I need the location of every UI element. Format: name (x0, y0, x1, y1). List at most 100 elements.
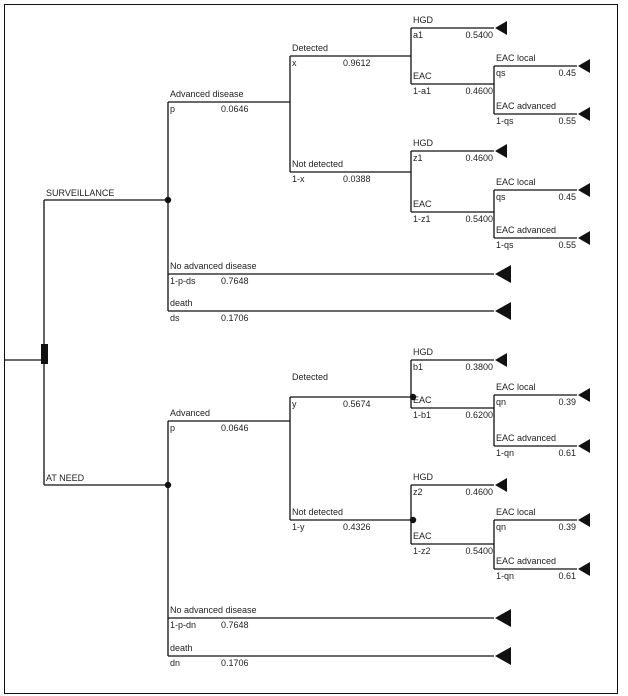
terminal-node-icon (495, 302, 511, 320)
branch-label: EAC advanced (496, 433, 556, 443)
probability-name: dn (170, 658, 180, 668)
probability-value: 0.5400 (465, 546, 493, 556)
probability-name: ds (170, 313, 180, 323)
probability-value: 0.45 (558, 68, 576, 78)
diagram-border (4, 4, 618, 694)
terminal-node-icon (495, 21, 507, 35)
probability-name: a1 (413, 30, 423, 40)
chance-node-icon (164, 196, 172, 204)
branch-label: Advanced disease (170, 89, 244, 99)
probability-name: p (170, 104, 175, 114)
probability-name: z1 (413, 153, 423, 163)
terminal-node-icon (578, 59, 590, 73)
probability-value: 0.6200 (465, 410, 493, 420)
probability-value: 0.55 (558, 240, 576, 250)
decision-node (41, 344, 48, 364)
branch-label: EAC local (496, 507, 536, 517)
branch-label: No advanced disease (170, 605, 257, 615)
probability-name: p (170, 423, 175, 433)
terminal-node-icon (495, 609, 511, 627)
probability-name: 1-qs (496, 240, 514, 250)
branch-label: HGD (413, 347, 434, 357)
probability-name: 1-z1 (413, 214, 431, 224)
terminal-node-icon (495, 144, 507, 158)
terminal-node-icon (578, 439, 590, 453)
branch-label: HGD (413, 472, 434, 482)
branch-label: EAC local (496, 53, 536, 63)
branch-label: Not detected (292, 159, 343, 169)
terminal-node-icon (495, 647, 511, 665)
probability-value: 0.4600 (465, 153, 493, 163)
strategy-label-surveillance: SURVEILLANCE (46, 188, 114, 198)
probability-value: 0.0388 (343, 174, 371, 184)
probability-name: 1-p-dn (170, 620, 196, 630)
probability-name: 1-qn (496, 571, 514, 581)
probability-name: 1-b1 (413, 410, 431, 420)
terminal-node-icon (578, 183, 590, 197)
probability-name: 1-p-ds (170, 276, 196, 286)
probability-value: 0.7648 (221, 276, 249, 286)
probability-value: 0.1706 (221, 313, 249, 323)
probability-value: 0.55 (558, 116, 576, 126)
terminal-node-icon (578, 388, 590, 402)
probability-name: 1-y (292, 522, 305, 532)
branch-label: EAC advanced (496, 225, 556, 235)
probability-name: qn (496, 522, 506, 532)
probability-value: 0.39 (558, 397, 576, 407)
probability-value: 0.1706 (221, 658, 249, 668)
branch-label: EAC (413, 71, 432, 81)
branch-label: Advanced (170, 408, 210, 418)
terminal-node-icon (578, 107, 590, 121)
branch-label: EAC advanced (496, 101, 556, 111)
probability-value: 0.9612 (343, 58, 371, 68)
probability-name: qs (496, 192, 506, 202)
branch-label: EAC (413, 395, 432, 405)
probability-name: b1 (413, 362, 423, 372)
probability-value: 0.5400 (465, 30, 493, 40)
branch-label: HGD (413, 15, 434, 25)
probability-value: 0.0646 (221, 104, 249, 114)
branch-label: EAC advanced (496, 556, 556, 566)
probability-name: 1-x (292, 174, 305, 184)
branch-label: EAC (413, 531, 432, 541)
probability-name: qs (496, 68, 506, 78)
probability-value: 0.4326 (343, 522, 371, 532)
terminal-node-icon (495, 265, 511, 283)
probability-name: y (292, 399, 297, 409)
branch-label: death (170, 298, 193, 308)
probability-value: 0.4600 (465, 487, 493, 497)
probability-value: 0.0646 (221, 423, 249, 433)
chance-node-icon (409, 393, 417, 401)
branch-label: EAC local (496, 177, 536, 187)
chance-node-icon (409, 516, 417, 524)
probability-value: 0.7648 (221, 620, 249, 630)
chance-node-icon (164, 481, 172, 489)
probability-value: 0.5400 (465, 214, 493, 224)
probability-name: 1-z2 (413, 546, 431, 556)
branch-label: HGD (413, 138, 434, 148)
probability-value: 0.3800 (465, 362, 493, 372)
branch-label: Detected (292, 43, 328, 53)
probability-value: 0.61 (558, 448, 576, 458)
branch-label: Not detected (292, 507, 343, 517)
terminal-node-icon (578, 513, 590, 527)
probability-value: 0.39 (558, 522, 576, 532)
probability-name: z2 (413, 487, 423, 497)
probability-value: 0.4600 (465, 86, 493, 96)
probability-value: 0.61 (558, 571, 576, 581)
terminal-node-icon (495, 353, 507, 367)
branch-label: No advanced disease (170, 261, 257, 271)
branch-label: death (170, 643, 193, 653)
branch-label: EAC (413, 199, 432, 209)
probability-value: 0.45 (558, 192, 576, 202)
probability-name: x (292, 58, 297, 68)
terminal-node-icon (495, 478, 507, 492)
terminal-node-icon (578, 562, 590, 576)
terminal-node-icon (578, 231, 590, 245)
probability-name: qn (496, 397, 506, 407)
probability-name: 1-qn (496, 448, 514, 458)
probability-name: 1-a1 (413, 86, 431, 96)
probability-name: 1-qs (496, 116, 514, 126)
probability-value: 0.5674 (343, 399, 371, 409)
